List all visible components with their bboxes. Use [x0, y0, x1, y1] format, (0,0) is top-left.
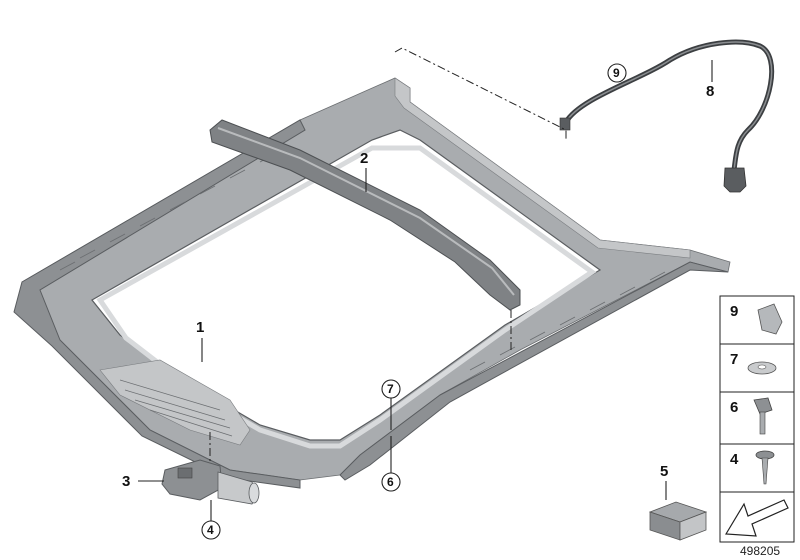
svg-text:3: 3: [122, 473, 130, 490]
sunroof-frame: [13, 77, 731, 489]
svg-text:7: 7: [387, 382, 394, 396]
svg-text:4: 4: [730, 451, 739, 468]
callout-5: 5: [660, 463, 668, 500]
svg-text:1: 1: [196, 319, 204, 336]
reference-number: 498205: [740, 544, 780, 558]
svg-text:4: 4: [207, 523, 214, 537]
callout-8: 8: [706, 60, 714, 100]
svg-text:9: 9: [613, 66, 620, 80]
callout-4-circled: 4: [201, 500, 221, 540]
legend-cell-4: [719, 443, 795, 493]
arrow-icon: [724, 499, 789, 537]
svg-text:2: 2: [360, 150, 368, 167]
svg-text:5: 5: [660, 463, 668, 480]
svg-text:8: 8: [706, 83, 714, 100]
callout-6: 6: [381, 436, 401, 492]
drain-hose: [559, 39, 775, 193]
clip-icon: [757, 303, 783, 335]
sunroof-motor: [161, 459, 260, 505]
callout-9: 9: [607, 63, 627, 83]
screw-icon: [755, 450, 775, 485]
callout-3: 3: [122, 473, 164, 490]
legend-cell-9: [719, 295, 795, 345]
connection-lines: [209, 47, 567, 468]
parts-legend: 9 7 6 4: [719, 295, 795, 543]
callout-7: 7: [381, 379, 401, 430]
wind-deflector-seal: [209, 119, 521, 311]
svg-text:6: 6: [730, 399, 738, 416]
svg-text:6: 6: [387, 475, 394, 489]
grease-package: [648, 501, 708, 541]
svg-text:9: 9: [730, 303, 738, 320]
bolt-icon: [753, 397, 773, 435]
callout-1: 1: [196, 319, 204, 362]
svg-text:7: 7: [730, 351, 738, 368]
callout-2: 2: [360, 150, 368, 192]
